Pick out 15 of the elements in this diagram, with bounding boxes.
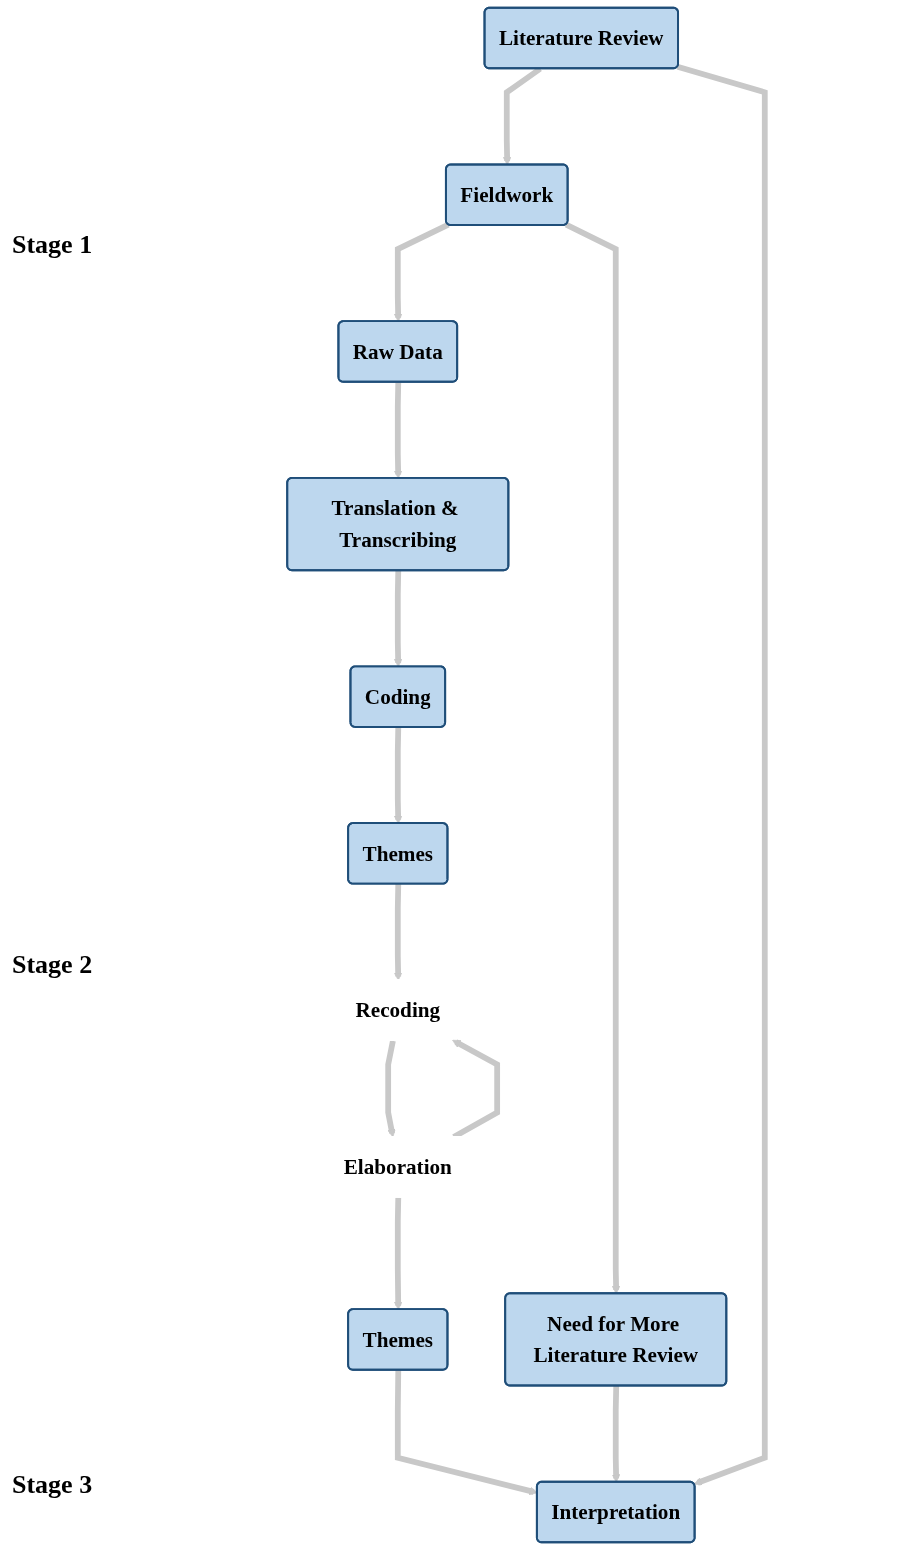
arrow bbox=[393, 221, 450, 322]
arrow bbox=[611, 1386, 620, 1483]
arrow bbox=[393, 727, 402, 824]
arrow bbox=[384, 1040, 396, 1138]
stage-label: Stage 2 bbox=[12, 950, 93, 980]
node-text: Recoding bbox=[354, 998, 440, 1023]
arrow bbox=[564, 221, 620, 1295]
arrow bbox=[393, 884, 402, 981]
arrow bbox=[393, 382, 402, 479]
node-text: Elaboration bbox=[343, 1154, 452, 1179]
arrow bbox=[676, 64, 768, 1486]
stage-label: Stage 1 bbox=[12, 230, 93, 260]
arrow bbox=[393, 1197, 402, 1310]
arrow bbox=[393, 570, 402, 668]
stage-label: Stage 3 bbox=[12, 1470, 93, 1500]
